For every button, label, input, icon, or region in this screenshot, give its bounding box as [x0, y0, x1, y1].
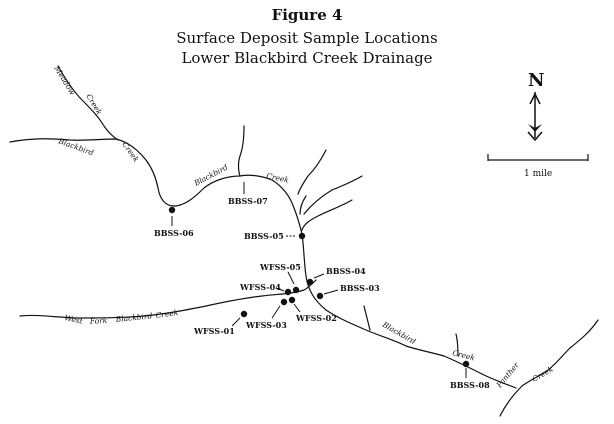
sample-label-wfss-04: WFSS-04 — [239, 282, 281, 292]
north-arrow-label: N — [528, 70, 544, 91]
sample-pointer-wfss-03 — [271, 305, 281, 319]
north-arrow-tail-icon — [527, 131, 543, 142]
north-tributary-d — [301, 199, 353, 231]
sample-pointer-wfss-05 — [287, 271, 295, 285]
creek-label-meadow: Meadow — [52, 63, 78, 97]
stream-network — [9, 65, 599, 417]
figure-title-line2: Lower Blackbird Creek Drainage — [181, 49, 433, 67]
lower-tributary-a — [363, 305, 371, 331]
sample-label-bbss-08: BBSS-08 — [450, 380, 490, 390]
north-arrow: N — [527, 70, 544, 142]
sample-sites: BBSS-06 BBSS-07 BBSS-05 BBSS-04 BBSS-03 … — [154, 182, 490, 390]
sample-pointer-bbss-03 — [323, 289, 339, 295]
north-tributary-a — [237, 125, 245, 177]
sample-point-wfss-04 — [284, 288, 292, 296]
panther-creek-line — [499, 319, 599, 417]
north-tributary-b — [297, 149, 327, 195]
sample-point-wfss-05 — [292, 286, 300, 294]
creek-label-upper-blackbird: Blackbird — [56, 136, 95, 157]
north-arrow-head-icon — [529, 92, 541, 105]
sample-point-bbss-06 — [168, 206, 176, 214]
figure-number: Figure 4 — [271, 6, 343, 24]
creek-label-west: West — [64, 313, 85, 326]
creek-label-west-fork-creek: Creek — [155, 308, 179, 320]
sample-pointer-bbss-04 — [313, 273, 325, 279]
sample-label-bbss-04: BBSS-04 — [326, 266, 366, 276]
creek-label-fork: Fork — [89, 316, 108, 326]
creek-label-mid-blackbird: Blackbird — [192, 162, 230, 188]
creek-label-west-fork-blackbird: Blackbird — [114, 311, 153, 324]
creek-label-panther: Panther — [494, 360, 521, 390]
sample-label-bbss-05: BBSS-05 — [244, 231, 284, 241]
sample-label-wfss-03: WFSS-03 — [245, 320, 287, 330]
sample-pointer-wfss-04 — [275, 287, 285, 292]
sample-label-bbss-03: BBSS-03 — [340, 283, 380, 293]
sample-pointer-wfss-02 — [293, 303, 301, 313]
west-fork-creek-line — [19, 279, 317, 319]
sample-point-wfss-02 — [288, 296, 296, 304]
figure-title-line1: Surface Deposit Sample Locations — [176, 29, 438, 47]
north-tributary-e — [299, 195, 307, 215]
sample-point-bbss-03 — [316, 292, 324, 300]
sample-label-wfss-01: WFSS-01 — [193, 326, 235, 336]
creek-label-mid-blackbird-creek: Creek — [266, 171, 291, 185]
sample-point-bbss-08 — [462, 360, 470, 368]
north-tributary-c — [303, 175, 363, 215]
sample-label-wfss-02: WFSS-02 — [295, 313, 337, 323]
sample-point-bbss-04 — [306, 278, 314, 286]
meadow-creek-line — [57, 65, 119, 141]
sample-label-wfss-05: WFSS-05 — [259, 262, 301, 272]
sample-point-wfss-03 — [280, 298, 288, 306]
sample-point-wfss-01 — [240, 310, 248, 318]
sample-label-bbss-07: BBSS-07 — [228, 196, 268, 206]
sample-point-bbss-05 — [298, 232, 306, 240]
sample-pointer-wfss-01 — [231, 317, 241, 327]
north-arrow-fletch-icon — [528, 124, 542, 132]
scale-bar: 1 mile — [487, 154, 589, 179]
lower-tributary-b — [455, 333, 459, 357]
creek-label-panther-creek: Creek — [531, 364, 556, 383]
upper-blackbird-creek-line — [9, 138, 517, 389]
sample-label-bbss-06: BBSS-06 — [154, 228, 194, 238]
scale-bar-label: 1 mile — [524, 169, 552, 179]
